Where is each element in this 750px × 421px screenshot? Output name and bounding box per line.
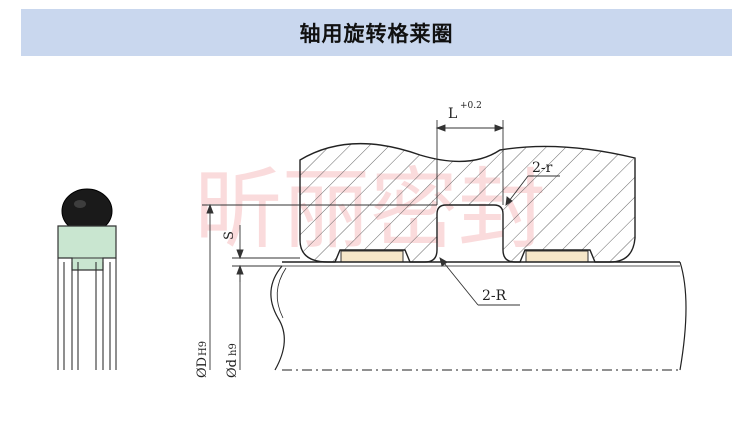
leader-2R (439, 257, 520, 306)
bore-diameter-label: ØD (195, 357, 210, 378)
title-bar: 轴用旋转格莱圈 (21, 9, 732, 56)
gap-S-label: S (222, 231, 237, 240)
shaft-diameter-label: Ød (225, 359, 240, 378)
shaft-tolerance-label: h9 (228, 343, 239, 356)
groove-walls (57, 258, 117, 370)
leader-2r (505, 175, 560, 206)
dim-L-label: L (448, 106, 457, 122)
seal-cross-section (57, 188, 117, 370)
dimension-L (435, 120, 505, 205)
page-title: 轴用旋转格莱圈 (299, 21, 454, 46)
dim-L-tolerance: +0.2 (460, 101, 482, 111)
seal-strip-right (525, 250, 589, 263)
profile-ring (57, 225, 117, 271)
seal-strip-left (340, 250, 404, 263)
dimension-D (202, 203, 437, 370)
radius-small-label: 2-r (532, 160, 553, 176)
shaft (270, 261, 687, 371)
radius-large-label: 2-R (482, 288, 507, 304)
bore-tolerance-label: H9 (198, 341, 209, 356)
